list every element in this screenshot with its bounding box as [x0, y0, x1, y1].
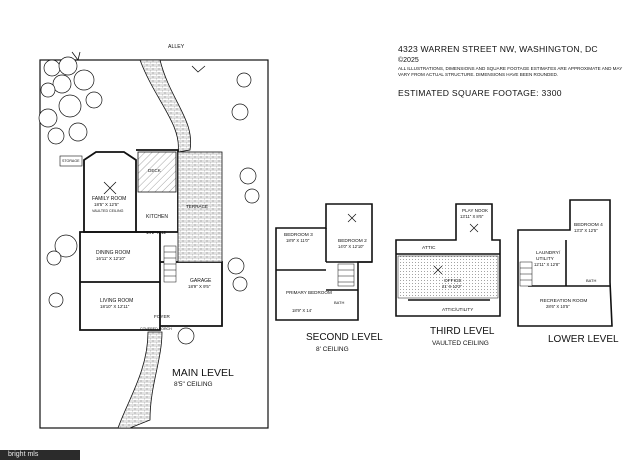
bedroom-2-label: BEDROOM 2 [338, 238, 367, 244]
third-level-ceiling: VAULTED CEILING [432, 340, 489, 347]
ceiling-fan-icon [347, 213, 357, 223]
primary-bedroom-label: PRIMARY BEDROOM [286, 290, 332, 295]
lower-stairs [519, 261, 533, 287]
lower-level-plan: BEDROOM 4 13'3" X 12'5" LAUNDRY/ UTILITY… [517, 199, 619, 345]
second-walls [275, 203, 373, 321]
living-room-label: LIVING ROOM [100, 298, 133, 304]
main-level-ceiling: 8'5" CEILING [174, 381, 213, 388]
laundry-label: LAUNDRY/ [536, 250, 561, 256]
tree [244, 188, 260, 204]
laundry-dim: 12'11" X 12'8" [534, 262, 560, 267]
main-level-title: MAIN LEVEL [172, 367, 234, 379]
lower-level-title: LOWER LEVEL [548, 334, 619, 345]
garage-label: GARAGE [190, 278, 212, 284]
deck [137, 151, 177, 193]
attic-label: ATTIC [422, 245, 436, 251]
tree [232, 276, 248, 292]
porch-label: COVERED PORCH [140, 327, 172, 331]
tree [73, 69, 95, 91]
tree [58, 94, 82, 118]
disclaimer: ALL ILLUSTRATIONS, DIMENSIONS AND SQUARE… [398, 66, 623, 77]
bedroom-4-label: BEDROOM 4 [574, 222, 603, 228]
family-room-label: FAMILY ROOM [92, 196, 126, 202]
tree [177, 327, 195, 345]
main-stairs [163, 245, 177, 283]
bedroom-4-dim: 13'3" X 12'5" [574, 228, 598, 233]
tree [52, 74, 72, 94]
main-level-plan: ALLEY [38, 44, 269, 429]
dining-room-dim: 16'11" X 12'10" [96, 256, 126, 261]
deck-label: DECK [148, 168, 162, 173]
dining-room-label: DINING ROOM [96, 250, 130, 256]
play-nook-label: PLAY NOOK [462, 208, 489, 213]
utility-label: UTILITY [536, 256, 555, 262]
attic-utility-label: ATTIC/UTILITY [442, 307, 473, 312]
storage [59, 155, 83, 167]
kitchen-dim: 14'2" X 12 [146, 230, 167, 235]
gate [71, 51, 206, 73]
lower-bath-label: BATH [586, 278, 596, 283]
tree [58, 56, 78, 76]
family-room-note: VAULTED CEILING [92, 209, 124, 213]
tree [40, 82, 56, 98]
play-nook-dim: 13'11" X 8'6" [460, 214, 484, 219]
tree [227, 257, 245, 275]
tree [38, 108, 58, 128]
second-level-title: SECOND LEVEL [306, 332, 383, 343]
terrace-label: TERRACE [186, 204, 208, 209]
foyer-label: FOYER [154, 314, 171, 319]
third-level-plan: PLAY NOOK 13'11" X 8'6" ATTIC OFFICE 21'… [395, 203, 501, 347]
ceiling-fan-icon [103, 181, 117, 195]
bedroom-2-dim: 14'0" X 12'10" [338, 244, 365, 249]
terrace [177, 151, 223, 263]
bedroom-3-dim: 18'9" X 11'0" [286, 238, 310, 243]
tree [236, 72, 252, 88]
ceiling-fan-icon [433, 223, 479, 275]
living-room-dim: 18'10" X 12'11" [100, 304, 130, 309]
tree [47, 127, 65, 145]
tree [85, 91, 103, 109]
recreation-room-dim: 28'6" X 10'5" [546, 304, 570, 309]
front-walk [117, 331, 163, 429]
lower-walls [517, 199, 613, 327]
tree [68, 122, 88, 142]
office-label: OFFICE [444, 278, 462, 284]
mls-watermark: bright mls [0, 450, 80, 460]
second-level-plan: BEDROOM 3 18'9" X 11'0" BEDROOM 2 14'0" … [275, 203, 383, 353]
third-walls [395, 203, 501, 317]
bedroom-3-label: BEDROOM 3 [284, 232, 313, 238]
copyright: ©2025 [398, 57, 419, 64]
family-room-dim: 18'5" X 12'5" [94, 202, 119, 207]
garage-dim: 18'9" X 9'5" [188, 284, 211, 289]
second-bath-label: BATH [334, 300, 344, 305]
primary-bedroom-dim: 18'9" X 14' [292, 308, 312, 313]
brick-walkway [139, 59, 192, 153]
tree [239, 167, 257, 185]
tree [43, 59, 61, 77]
tree [231, 103, 249, 121]
storage-label: STORAGE [62, 159, 80, 163]
square-footage: ESTIMATED SQUARE FOOTAGE: 3300 [398, 88, 562, 98]
tree-group [38, 56, 260, 345]
office-dim: 21' X 12'2" [442, 284, 462, 289]
kitchen-label: KITCHEN [146, 214, 168, 220]
tree [46, 250, 62, 266]
recreation-room-label: RECREATION ROOM [540, 298, 587, 304]
second-stairs [337, 263, 355, 287]
address-heading: 4323 WARREN STREET NW, WASHINGTON, DC [398, 44, 598, 54]
third-level-title: THIRD LEVEL [430, 326, 495, 337]
tree [54, 234, 78, 258]
second-level-ceiling: 8' CEILING [316, 346, 349, 353]
attic-area [397, 255, 499, 299]
tree [48, 292, 64, 308]
alley-label: ALLEY [168, 44, 185, 50]
